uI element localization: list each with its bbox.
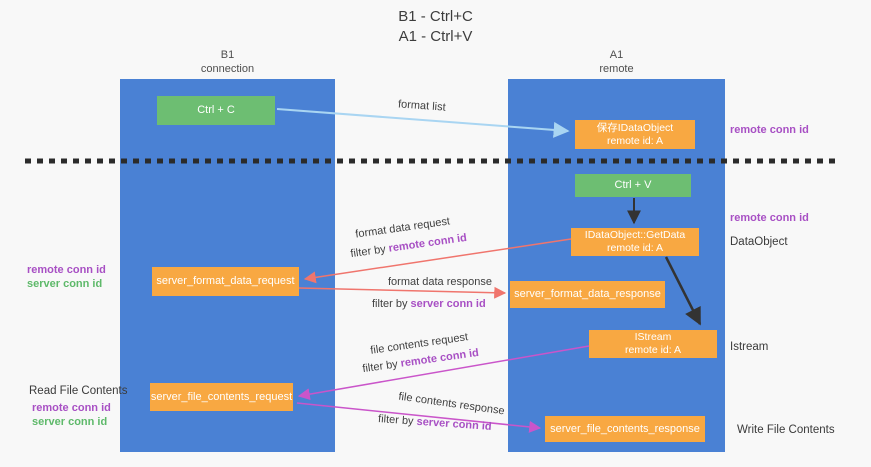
lane-header-b1: B1 connection [120,48,335,76]
lane-b1-name: B1 [220,49,235,61]
format-data-response-filter: filter by server conn id [372,298,486,310]
node-save-idataobject-line2: remote id: A [606,134,664,147]
node-file-response-label: server_file_contents_response [550,422,700,435]
file-contents-response-filter: filter by server conn id [378,413,492,433]
node-ctrl-v-label: Ctrl + V [614,179,652,191]
node-istream-line2: remote id: A [624,344,682,356]
filter-by-text: filter by [377,413,417,428]
filter-by-text: filter by [361,357,402,376]
lane-header-a1: A1 remote [508,48,725,76]
node-ctrl-v: Ctrl + V [575,174,691,197]
filter-by-text: filter by [372,298,411,310]
title-line-2: A1 - Ctrl+V [398,28,473,45]
node-save-idataobject-line1: 保存IDataObject [596,121,674,134]
node-file-request-label: server_file_contents_request [150,390,293,403]
node-istream-line1: IStream [634,331,672,343]
annotation-left-remote-conn-id-2: remote conn id [32,402,111,414]
node-getdata-line1: IDataObject::GetData [584,229,686,241]
node-idataobject-getdata: IDataObject::GetData remote id: A [571,228,699,256]
node-ctrl-c: Ctrl + C [157,96,275,125]
annotation-remote-conn-id-top: remote conn id [730,124,809,136]
diagram-title: B1 - Ctrl+C A1 - Ctrl+V [0,7,871,47]
filter-by-text: filter by [349,242,390,261]
lane-a1-name: A1 [609,49,624,61]
annotation-remote-conn-id-mid: remote conn id [730,212,809,224]
format-data-response-label: format data response [388,276,492,288]
node-server-file-contents-request: server_file_contents_request [150,383,293,411]
node-getdata-line2: remote id: A [606,242,664,254]
annotation-dataobject: DataObject [730,236,788,248]
format-list-label: format list [397,98,447,114]
node-ctrl-c-label: Ctrl + C [197,104,235,116]
server-conn-id-key: server conn id [416,415,492,433]
lane-b1-role: connection [200,63,255,75]
file-contents-response-label: file contents response [397,390,506,418]
annotation-write-file-contents: Write File Contents [737,424,835,436]
node-format-response-label: server_format_data_response [514,288,661,300]
annotation-left-server-conn-id-2: server conn id [32,416,108,428]
annotation-istream: Istream [730,341,769,353]
node-server-format-data-response: server_format_data_response [510,281,665,308]
lane-a1-role: remote [599,63,634,75]
node-server-format-data-request: server_format_data_request [152,267,299,296]
remote-conn-id-key: remote conn id [387,231,468,255]
node-save-idataobject: 保存IDataObject remote id: A [575,120,695,149]
annotation-left-server-conn-id-1: server conn id [27,278,103,290]
node-istream: IStream remote id: A [589,330,717,358]
annotation-read-file-contents: Read File Contents [29,385,128,397]
node-server-file-contents-response: server_file_contents_response [545,416,705,442]
node-format-request-label: server_format_data_request [156,275,295,287]
annotation-left-remote-conn-id-1: remote conn id [27,264,106,276]
server-conn-id-key: server conn id [410,298,486,310]
title-line-1: B1 - Ctrl+C [398,8,473,25]
